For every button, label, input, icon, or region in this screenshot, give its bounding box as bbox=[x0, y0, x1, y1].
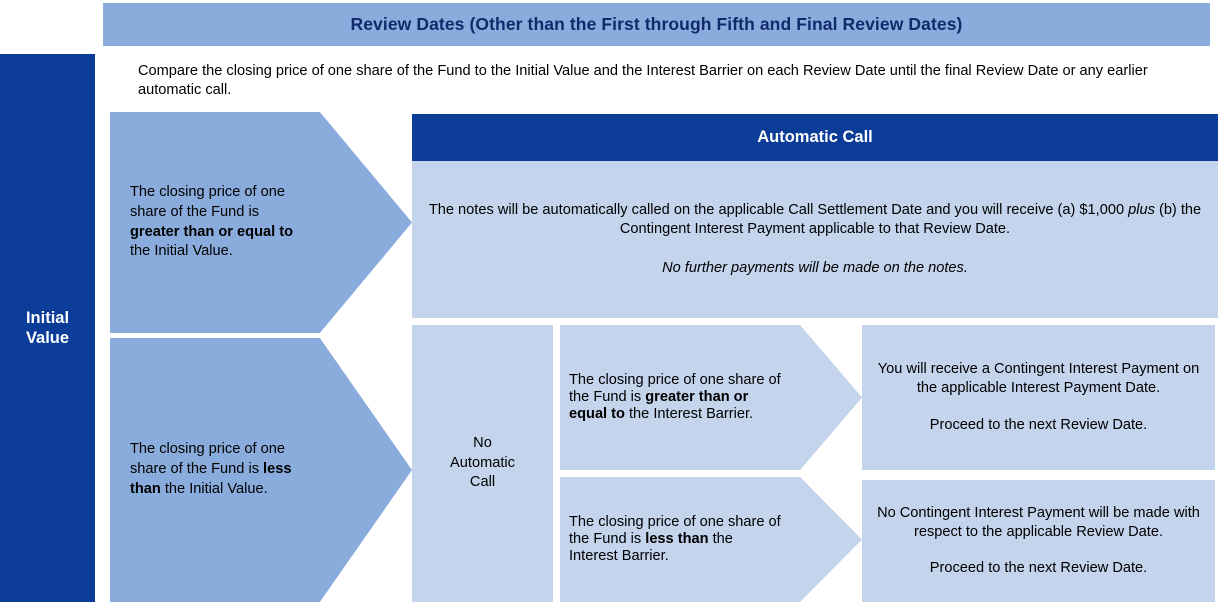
automatic-call-text-primary: The notes will be automatically called o… bbox=[428, 202, 1202, 238]
no-automatic-call-label: No Automatic Call bbox=[450, 434, 515, 491]
automatic-call-text-secondary: No further payments will be made on the … bbox=[662, 259, 968, 276]
branch-arrow-below-interest-barrier: The closing price of one share of the Fu… bbox=[560, 477, 862, 602]
initial-value-label: Initial Value bbox=[25, 308, 70, 347]
no-automatic-call-box: No Automatic Call bbox=[412, 325, 553, 602]
branch-arrow-at-or-above-initial-value: The closing price of one share of the Fu… bbox=[110, 112, 412, 333]
branch-arrow-at-or-above-interest-barrier: The closing price of one share of the Fu… bbox=[560, 325, 862, 470]
outcome-box-no-contingent-interest: No Contingent Interest Payment will be m… bbox=[862, 480, 1215, 602]
outcome-unpaid-line-2: Proceed to the next Review Date. bbox=[929, 560, 1148, 577]
outcome-paid-line-1: You will receive a Contingent Interest P… bbox=[877, 361, 1200, 397]
branch-label-at-or-above-initial-value: The closing price of one share of the Fu… bbox=[130, 184, 293, 260]
automatic-call-body: The notes will be automatically called o… bbox=[412, 161, 1218, 318]
automatic-call-header: Automatic Call bbox=[412, 114, 1218, 161]
automatic-call-panel: Automatic Call The notes will be automat… bbox=[412, 114, 1218, 318]
chart-title-bar: Review Dates (Other than the First throu… bbox=[103, 3, 1210, 46]
branch-label-below-interest-barrier: The closing price of one share of the Fu… bbox=[569, 513, 781, 565]
page-title: Review Dates (Other than the First throu… bbox=[350, 14, 963, 34]
outcome-box-contingent-interest-paid: You will receive a Contingent Interest P… bbox=[862, 325, 1215, 470]
automatic-call-header-label: Automatic Call bbox=[757, 128, 873, 146]
branch-label-below-initial-value: The closing price of one share of the Fu… bbox=[130, 441, 292, 497]
instruction-text: Compare the closing price of one share o… bbox=[138, 63, 1148, 99]
branch-arrow-below-initial-value: The closing price of one share of the Fu… bbox=[110, 338, 412, 602]
outcome-unpaid-line-1: No Contingent Interest Payment will be m… bbox=[877, 504, 1200, 540]
outcome-paid-line-2: Proceed to the next Review Date. bbox=[929, 416, 1148, 433]
initial-value-bar: Initial Value bbox=[0, 54, 95, 602]
branch-label-at-or-above-interest-barrier: The closing price of one share of the Fu… bbox=[569, 371, 781, 423]
